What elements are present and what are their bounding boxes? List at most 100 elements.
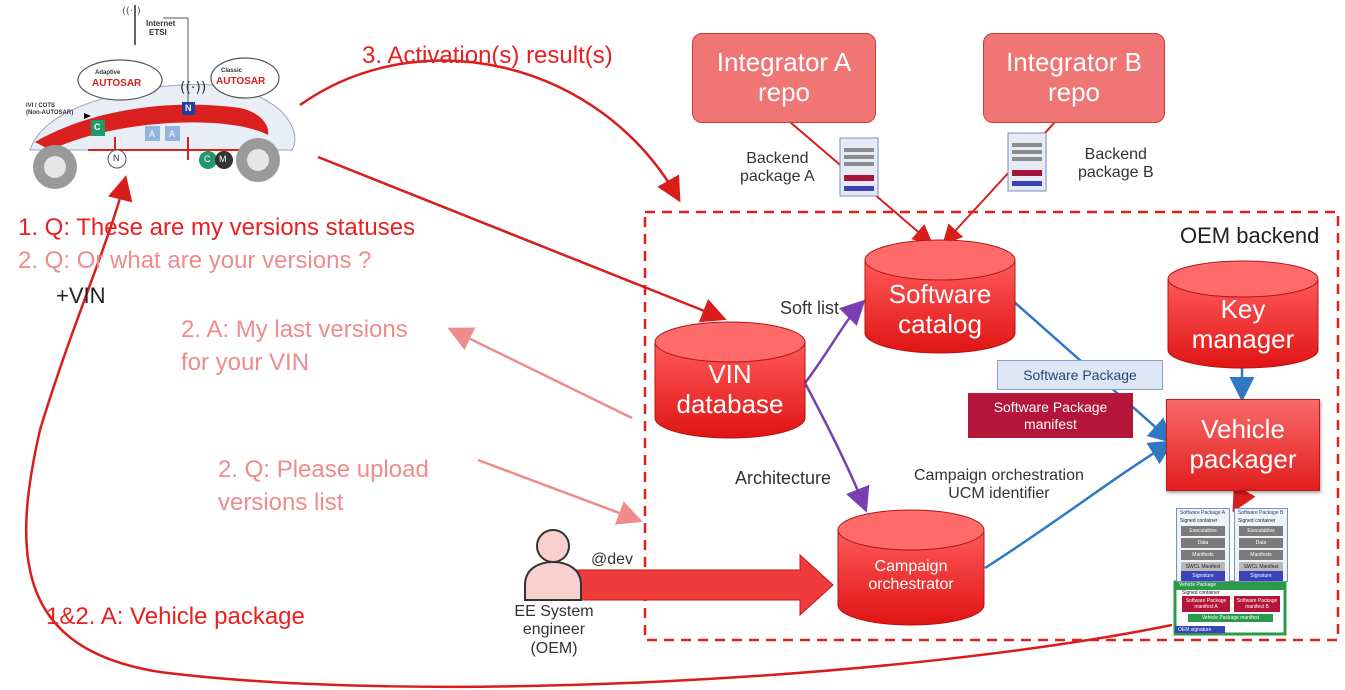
sp-b-swcl: SWCL Manifest: [1239, 562, 1283, 572]
car-ecu-n-top: N: [185, 103, 192, 113]
sp-b-title: Software Package B: [1238, 510, 1284, 516]
sp-a-swcl: SWCL Manifest: [1181, 562, 1225, 572]
vehicle-package-return-arrow: [24, 175, 1173, 689]
vehicle-package-card: [1173, 580, 1287, 636]
car-adaptive-autosar: AUTOSAR: [92, 78, 142, 89]
vp-oem-signature: OEM signature: [1178, 627, 1212, 633]
sp-a-data: Data: [1181, 538, 1225, 548]
campaign-to-packager-arrow: [984, 440, 1175, 570]
q2-label: 2. Q: Or what are your versions ?: [18, 247, 372, 274]
activation-result-arrow: [299, 59, 681, 203]
vin-suffix-label: +VIN: [56, 283, 106, 308]
sp-b-signed: Signed container: [1238, 518, 1276, 524]
car-ecu-c: C: [94, 122, 101, 132]
svg-text:((·)): ((·)): [122, 6, 141, 17]
soft-list-label: Soft list: [780, 298, 840, 318]
campaign-orchestrator-cylinder: [837, 509, 985, 626]
soft-list-arrow: [804, 299, 866, 384]
ee-engineer-label: EE System engineer (OEM): [508, 603, 600, 658]
upload-versions-arrow: [477, 458, 643, 525]
vin-database-line2: database: [676, 389, 784, 419]
software-catalog-line2: catalog: [898, 309, 982, 339]
ee-line3: (OEM): [530, 639, 578, 657]
car-adaptive: Adaptive: [95, 70, 121, 76]
vehicle-package-title: Vehicle Package: [1179, 582, 1216, 588]
backend-b-line1: Backend: [1084, 146, 1147, 163]
car-classic-autosar: AUTOSAR: [216, 76, 266, 87]
ee-line2: engineer: [522, 621, 586, 639]
q2-upload-line2: versions list: [218, 489, 344, 516]
car-icon: ((·)) ((·)): [29, 5, 296, 189]
backend-b-line2: package B: [1078, 164, 1154, 182]
sp-b-executables: Executables: [1239, 526, 1283, 536]
backend-b-label: Backend package B: [1078, 146, 1154, 183]
sp-manifest-line2: manifest: [1024, 415, 1077, 432]
sp-a-signature: Signature: [1181, 571, 1225, 581]
a2-line2: for your VIN: [181, 349, 310, 376]
oem-backend-frame: [643, 210, 1340, 642]
a12-label: 1&2. A: Vehicle package: [46, 603, 305, 630]
vp-manifest: Vehicle Package manifest: [1201, 615, 1260, 621]
at-dev-label: @dev: [591, 551, 634, 568]
backend-a-label: Backend package A: [740, 150, 815, 187]
vehicle-packager-line1: Vehicle: [1201, 414, 1285, 445]
integrator-a-line2: repo: [757, 77, 811, 107]
sp-b-signature: Signature: [1239, 571, 1283, 581]
sp-manifest-line1: Software Package: [993, 398, 1108, 415]
software-catalog-cylinder: [864, 239, 1016, 354]
campaign-orchestration-line2: UCM identifier: [948, 485, 1050, 503]
ee-line1: EE System: [514, 603, 594, 620]
last-versions-arrow: [447, 327, 633, 420]
car-internet: Internet: [146, 19, 176, 28]
car-ivi-line2: (Non-AUTOSAR): [26, 110, 74, 117]
key-manager-line2: manager: [1191, 324, 1295, 354]
car-ivi-line1: IVI / COTS: [26, 103, 56, 109]
software-package-a-card: Software Package A Signed container Exec…: [1176, 508, 1230, 582]
backend-a-line2: package A: [740, 168, 815, 186]
car-ecu-a1: A: [149, 129, 156, 139]
backend-a-line1: Backend: [746, 150, 809, 167]
car-ivi-label: IVI / COTS (Non-AUTOSAR): [26, 103, 73, 117]
person-icon: [524, 529, 582, 601]
sp-a-signed: Signed container: [1180, 518, 1218, 524]
integrator-b-line1: Integrator B: [1006, 47, 1142, 78]
integrator-b-line2: repo: [1047, 77, 1101, 107]
sp-a-executables: Executables: [1181, 526, 1225, 536]
architecture-label: Architecture: [735, 468, 832, 488]
car-internet-label: Internet ETSI: [146, 19, 176, 38]
a2-line1: 2. A: My last versions: [181, 316, 408, 343]
sp-a-title: Software Package A: [1180, 510, 1226, 516]
car-etsi: ETSI: [149, 27, 167, 37]
key-manager-line1: Key: [1220, 294, 1266, 325]
oem-backend-label: OEM backend: [1180, 223, 1320, 248]
car-ecu-c-bottom: C: [204, 154, 211, 164]
versions-status-arrow: [317, 155, 727, 323]
backend-package-a-thumb: [839, 137, 879, 197]
integrator-a-line1: Integrator A: [716, 47, 852, 78]
sp-a-manifests: Manifests: [1181, 550, 1225, 560]
svg-text:((·)): ((·)): [180, 80, 206, 96]
q1-label: 1. Q: These are my versions statuses: [18, 214, 416, 241]
software-package-tag: Software Package: [997, 360, 1163, 390]
vehicle-packager-line2: packager: [1189, 444, 1297, 474]
architecture-arrow: [803, 382, 870, 513]
vin-database-line1: VIN: [708, 359, 752, 390]
vp-signed-container: Signed container: [1182, 590, 1220, 596]
sp-b-manifests: Manifests: [1239, 550, 1283, 560]
software-catalog-line1: Software: [888, 279, 992, 310]
packager-to-packages-arrow: [1232, 484, 1256, 513]
car-ecu-n-bottom: N: [113, 153, 120, 163]
campaign-orchestration-line1: Campaign orchestration: [914, 467, 1084, 484]
vp-sp-manifest-b: Software Package manifest B: [1236, 598, 1278, 610]
dev-block-arrow: [574, 553, 834, 617]
car-classic: Classic: [221, 68, 243, 74]
key-manager-cylinder: [1167, 260, 1319, 369]
vp-sp-manifest-a: Software Package manifest A: [1185, 598, 1227, 610]
